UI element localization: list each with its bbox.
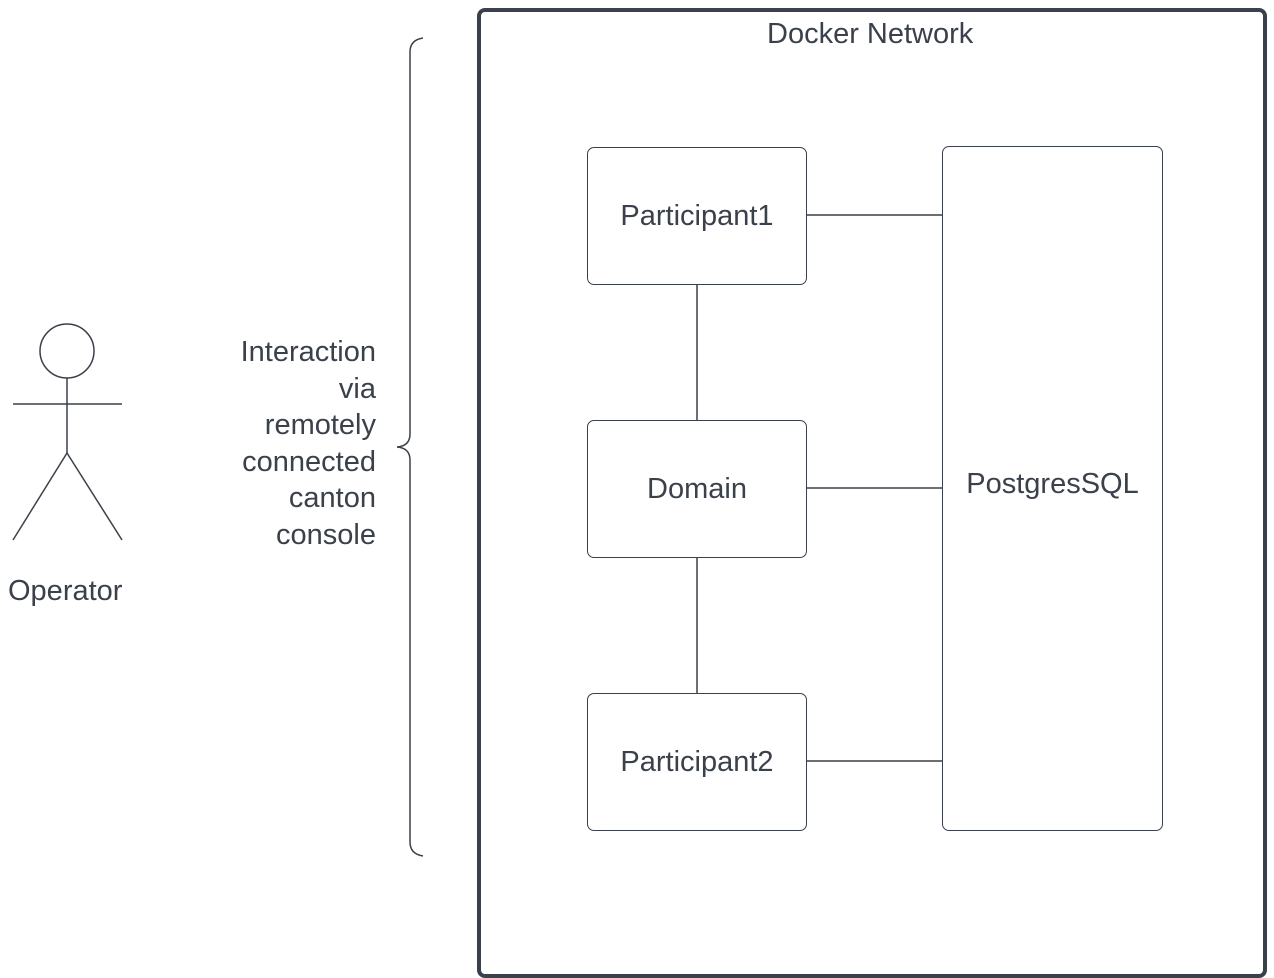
interaction-annotation: Interaction via remotely connected canto…	[200, 334, 376, 553]
interaction-line: Interaction	[240, 336, 376, 368]
participant1-label: Participant1	[620, 199, 774, 232]
interaction-line: connected	[242, 445, 376, 478]
interaction-brace	[396, 37, 424, 857]
participant1-node[interactable]: Participant1	[587, 147, 807, 285]
interaction-line: console	[276, 518, 376, 551]
operator-label: Operator	[8, 575, 123, 607]
interaction-line: via	[338, 372, 376, 405]
postgres-database-node[interactable]: PostgresSQL	[942, 146, 1163, 831]
domain-node[interactable]: Domain	[587, 420, 807, 558]
interaction-line: remotely	[264, 409, 376, 441]
actor-left-leg	[12, 452, 68, 541]
actor-head	[39, 323, 95, 379]
postgres-label: PostgresSQL	[966, 468, 1139, 500]
operator-actor-icon	[12, 323, 123, 541]
participant2-node[interactable]: Participant2	[587, 693, 807, 831]
docker-network-title: Docker Network	[767, 18, 974, 50]
participant2-label: Participant2	[620, 745, 774, 778]
domain-label: Domain	[647, 472, 747, 505]
interaction-line: canton	[288, 482, 376, 514]
actor-right-leg	[66, 452, 123, 541]
